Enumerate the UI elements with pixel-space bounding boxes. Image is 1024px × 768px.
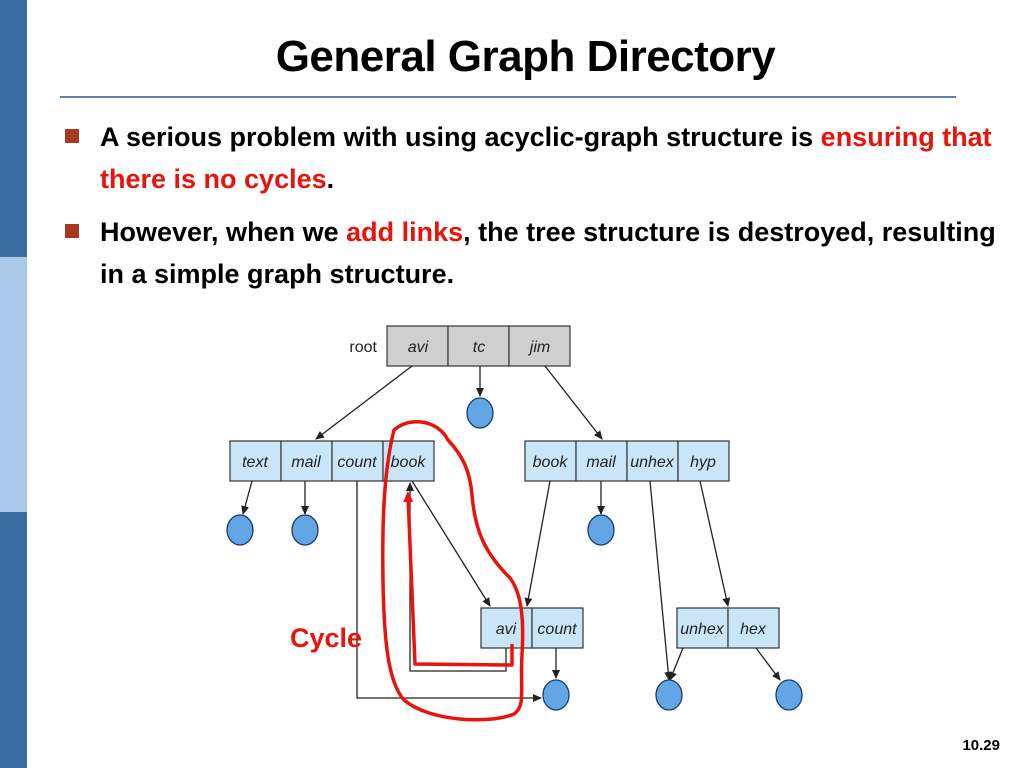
bullet-square-icon	[65, 224, 79, 238]
root-cell-jim-label: jim	[528, 339, 550, 356]
link-hyp-to-dir	[699, 480, 731, 607]
link-avi-to-dir	[315, 365, 413, 440]
jim-directory: book mail unhex hyp	[524, 440, 730, 482]
bullet-1-highlight: ensuring that there is no cycles	[100, 122, 992, 194]
title-divider	[60, 96, 956, 98]
cycle-label: Cycle	[290, 623, 363, 653]
sidebar-stripe	[0, 0, 27, 768]
dir-cell-avi-label: avi	[496, 621, 517, 638]
dir-cell-mail-label: mail	[291, 454, 321, 471]
bullet-2-text-end: , the tree structure is destroyed, resul…	[100, 217, 996, 289]
file-nodes	[226, 397, 803, 711]
link-unhex-to-file	[649, 480, 673, 681]
root-label: root	[349, 339, 377, 356]
link-jim-to-dir	[544, 365, 603, 440]
dir-cell-count	[531, 607, 584, 649]
file-node	[655, 679, 683, 711]
root-cell-tc-label: tc	[473, 339, 485, 356]
page-number: 10.29	[962, 737, 1000, 754]
bullet-square-icon	[65, 129, 79, 143]
dir-cell-hex	[727, 607, 780, 649]
dir-cell-count-label: count	[337, 454, 377, 471]
dir-cell-count-label: count	[537, 621, 577, 638]
bullet-2-text: However, when we add links, the tree str…	[100, 211, 1005, 295]
dir-cell-book	[524, 440, 577, 482]
dir-cell-text-label: text	[242, 454, 268, 471]
root-directory: avi tc jim	[386, 325, 571, 367]
dir-cell-hex-label: hex	[740, 621, 767, 638]
root-cell-tc	[447, 325, 510, 367]
file-node	[291, 514, 319, 546]
dir-cell-hyp-label: hyp	[690, 454, 716, 471]
bullet-1-text: A serious problem with using acyclic-gra…	[100, 116, 1005, 200]
dir-cell-unhex-label: unhex	[680, 621, 725, 638]
root-cell-jim	[508, 325, 571, 367]
dir-cell-mail-label: mail	[586, 454, 616, 471]
sidebar-highlight	[0, 257, 27, 512]
cycle-outline	[381, 420, 525, 722]
cycle-arrow	[403, 491, 514, 667]
slide-title: General Graph Directory	[275, 32, 776, 81]
file-node	[466, 397, 494, 429]
bullet-1-text-start: A serious problem with using acyclic-gra…	[100, 122, 821, 152]
link-hex-to-file	[755, 647, 781, 681]
file-node	[775, 679, 803, 711]
dir-cell-unhex	[626, 440, 679, 482]
avi-directory: text mail count book	[229, 440, 435, 482]
file-node	[542, 679, 570, 711]
bullet-2-highlight: add links	[346, 217, 464, 247]
link-book-to-dir	[411, 480, 491, 607]
dir-cell-unhex	[676, 607, 729, 649]
dir-cell-book-label: book	[391, 454, 427, 471]
bullet-2-text-start: However, when we	[100, 217, 347, 247]
dir-cell-hyp	[677, 440, 730, 482]
dir-cell-mail	[575, 440, 628, 482]
file-node	[226, 514, 254, 546]
root-cell-avi	[386, 325, 449, 367]
root-cell-avi-label: avi	[408, 339, 429, 356]
link-count-to-file	[356, 481, 542, 702]
link-text-to-file	[241, 480, 253, 515]
bullet-1-text-end: .	[326, 164, 335, 194]
link-jim-book-to-dir	[524, 480, 551, 607]
dir-cell-unhex-label: unhex	[630, 454, 675, 471]
link-unhex-to-file	[669, 647, 684, 681]
shared-directory: avi count	[480, 607, 584, 649]
dir-cell-book-label: book	[533, 454, 569, 471]
file-node	[587, 514, 615, 546]
bullet-2: However, when we add links, the tree str…	[65, 211, 1005, 295]
dir-cell-mail	[280, 440, 333, 482]
bullet-1: A serious problem with using acyclic-gra…	[65, 116, 1005, 200]
unhex-directory: unhex hex	[676, 607, 780, 649]
